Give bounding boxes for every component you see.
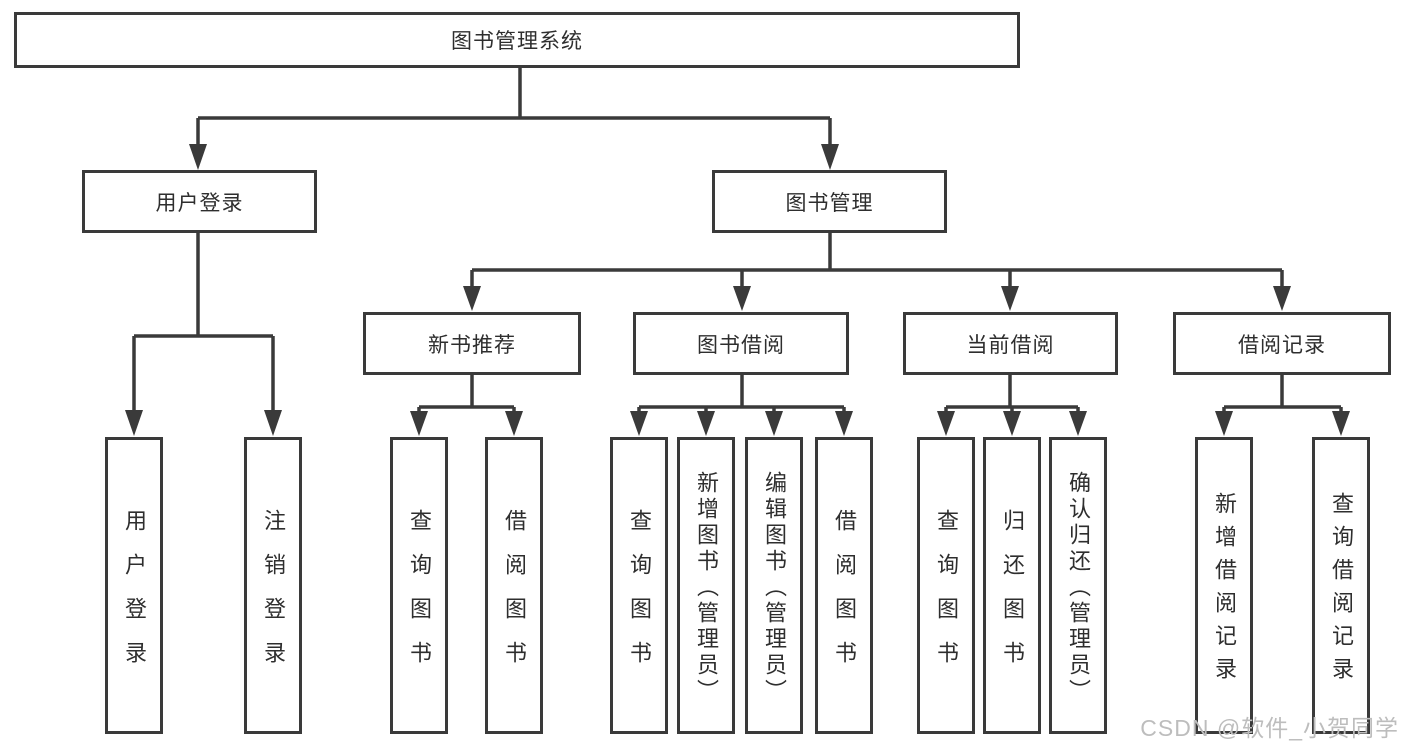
connector-current-to-leaves <box>937 375 1087 436</box>
leaf-borrow-query-books: 查询图书 <box>610 437 668 734</box>
leaf-user-login-label: 用户登录 <box>122 508 147 685</box>
connector-book-mgmt-to-level3 <box>463 233 1291 311</box>
node-root-system: 图书管理系统 <box>14 12 1020 68</box>
leaf-current-query-books: 查询图书 <box>917 437 975 734</box>
leaf-borrow-add-books-admin: 新增图书（管理员） <box>677 437 735 734</box>
node-user-login: 用户登录 <box>82 170 317 233</box>
leaf-logout: 注销登录 <box>244 437 302 734</box>
leaf-current-confirm-return-admin-label: 确认归还（管理员） <box>1066 470 1091 705</box>
leaf-records-query-record-label: 查询借阅记录 <box>1329 492 1354 690</box>
node-current-borrow: 当前借阅 <box>903 312 1118 375</box>
node-book-management-label: 图书管理 <box>785 191 874 215</box>
leaf-current-return-books-label: 归还图书 <box>1000 508 1025 685</box>
node-borrow-records: 借阅记录 <box>1173 312 1391 375</box>
leaf-records-add-record: 新增借阅记录 <box>1195 437 1253 734</box>
connector-user-login-to-leaves <box>125 233 282 436</box>
leaf-current-return-books: 归还图书 <box>983 437 1041 734</box>
leaf-borrow-edit-books-admin-label: 编辑图书（管理员） <box>762 470 787 705</box>
leaf-user-login: 用户登录 <box>105 437 163 734</box>
leaf-borrow-borrow-books-label: 借阅图书 <box>832 508 857 685</box>
leaf-recommend-borrow-books-label: 借阅图书 <box>502 508 527 685</box>
leaf-borrow-query-books-label: 查询图书 <box>627 508 652 685</box>
leaf-records-add-record-label: 新增借阅记录 <box>1212 492 1237 690</box>
connector-root-to-level2 <box>189 68 839 170</box>
node-book-borrow-label: 图书借阅 <box>697 333 785 357</box>
connector-recommend-to-leaves <box>410 375 523 436</box>
node-book-management: 图书管理 <box>712 170 947 233</box>
leaf-recommend-query-books-label: 查询图书 <box>407 508 432 685</box>
connector-borrow-to-leaves <box>630 375 853 436</box>
leaf-current-query-books-label: 查询图书 <box>934 508 959 685</box>
node-new-book-recommend: 新书推荐 <box>363 312 581 375</box>
leaf-records-query-record: 查询借阅记录 <box>1312 437 1370 734</box>
node-book-borrow: 图书借阅 <box>633 312 849 375</box>
leaf-logout-label: 注销登录 <box>261 508 286 685</box>
leaf-recommend-query-books: 查询图书 <box>390 437 448 734</box>
node-new-book-recommend-label: 新书推荐 <box>428 333 516 357</box>
connector-records-to-leaves <box>1215 375 1350 436</box>
leaf-current-confirm-return-admin: 确认归还（管理员） <box>1049 437 1107 734</box>
node-user-login-label: 用户登录 <box>155 191 244 215</box>
leaf-borrow-add-books-admin-label: 新增图书（管理员） <box>694 470 719 705</box>
node-borrow-records-label: 借阅记录 <box>1238 333 1326 357</box>
leaf-borrow-edit-books-admin: 编辑图书（管理员） <box>745 437 803 734</box>
leaf-borrow-borrow-books: 借阅图书 <box>815 437 873 734</box>
node-current-borrow-label: 当前借阅 <box>966 333 1055 357</box>
node-root-system-label: 图书管理系统 <box>451 30 583 53</box>
leaf-recommend-borrow-books: 借阅图书 <box>485 437 543 734</box>
watermark: CSDN @软件_小贺同学 <box>1140 715 1399 741</box>
